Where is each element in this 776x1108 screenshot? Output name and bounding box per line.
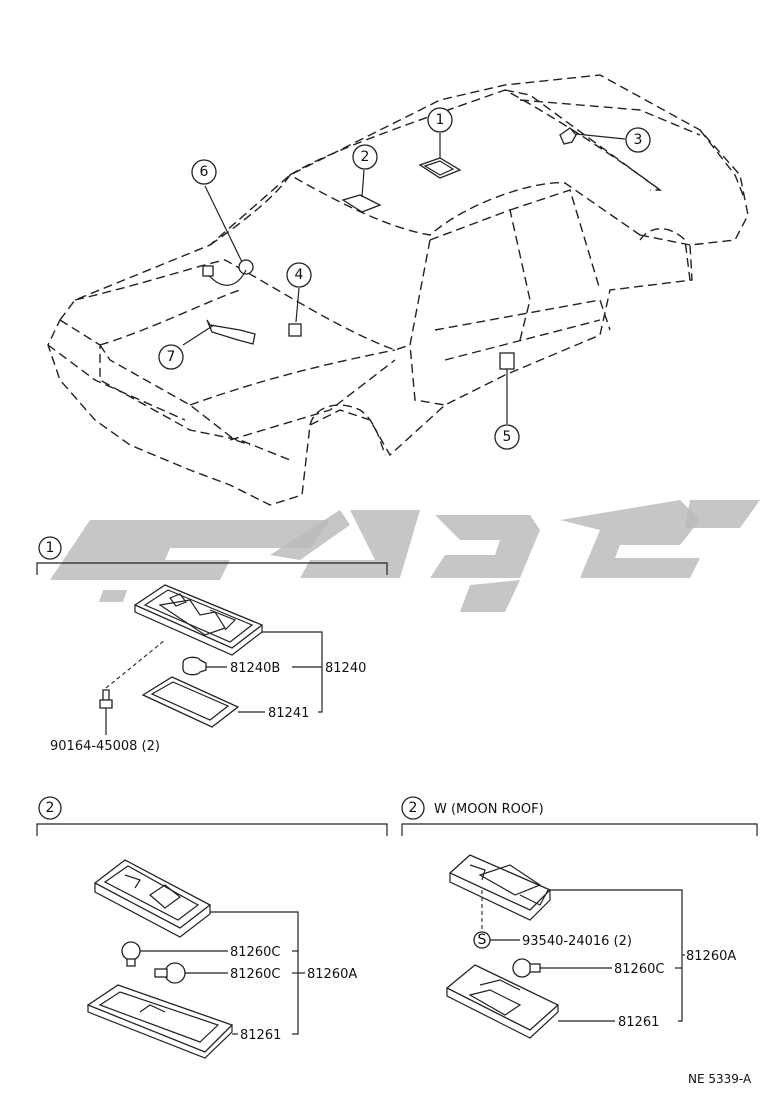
- moon-roof-lamp-lens: [445, 964, 560, 1039]
- section-2: 2 81260C 81260C 812: [36, 796, 388, 1059]
- callout-4: 4: [286, 262, 312, 288]
- map-lamp-bulb-a: [121, 941, 141, 967]
- dome-lamp-lens: [141, 676, 240, 728]
- svg-text:1: 1: [46, 540, 55, 556]
- moon-roof-lamp-housing: [448, 854, 552, 921]
- callout-6: 6: [191, 159, 217, 185]
- svg-text:2: 2: [361, 149, 370, 165]
- svg-text:81260C: 81260C: [614, 962, 664, 977]
- svg-text:81260C: 81260C: [230, 967, 280, 982]
- svg-text:2: 2: [409, 800, 418, 816]
- map-lamp-lens: [86, 984, 234, 1059]
- callout-5: 5: [494, 424, 520, 450]
- svg-text:81260A: 81260A: [686, 949, 736, 964]
- svg-text:2: 2: [46, 800, 55, 816]
- svg-text:81260C: 81260C: [230, 945, 280, 960]
- callout-1: 1: [427, 107, 453, 133]
- svg-text:81260A: 81260A: [307, 967, 357, 982]
- svg-text:3: 3: [634, 132, 643, 148]
- map-lamp-housing: [93, 859, 212, 938]
- callout-2: 2: [352, 144, 378, 170]
- callout-7: 7: [158, 344, 184, 370]
- svg-text:6: 6: [200, 164, 209, 180]
- car-outline: [47, 74, 749, 506]
- svg-text:W (MOON ROOF): W (MOON ROOF): [434, 802, 544, 817]
- section-1: 1 81240B: [36, 536, 388, 754]
- svg-text:1: 1: [436, 112, 445, 128]
- moon-roof-screw: S: [473, 931, 491, 949]
- car-components: [202, 127, 577, 370]
- section-2-moon-roof: 2 W (MOON ROOF) S 9: [401, 796, 758, 1039]
- dome-lamp-housing: [133, 584, 264, 656]
- watermark-logo: [50, 500, 760, 612]
- svg-text:4: 4: [295, 267, 304, 283]
- svg-text:S: S: [478, 932, 487, 948]
- svg-text:81241: 81241: [268, 706, 309, 721]
- svg-text:81261: 81261: [240, 1028, 281, 1043]
- svg-text:81261: 81261: [618, 1015, 659, 1030]
- svg-text:81240: 81240: [325, 661, 366, 676]
- svg-text:5: 5: [503, 429, 512, 445]
- callout-leaders: [182, 133, 626, 424]
- screw-icon: [99, 639, 166, 735]
- svg-text:90164-45008 (2): 90164-45008 (2): [50, 739, 160, 754]
- map-lamp-bulb-b: [154, 962, 186, 984]
- callout-3: 3: [625, 127, 651, 153]
- dome-lamp-bulb: [182, 656, 207, 676]
- diagram-code: NE 5339-A: [688, 1072, 752, 1086]
- svg-text:7: 7: [167, 349, 176, 365]
- svg-text:81240B: 81240B: [230, 661, 280, 676]
- moon-roof-lamp-bulb: [512, 958, 541, 978]
- svg-text:93540-24016 (2): 93540-24016 (2): [522, 934, 632, 949]
